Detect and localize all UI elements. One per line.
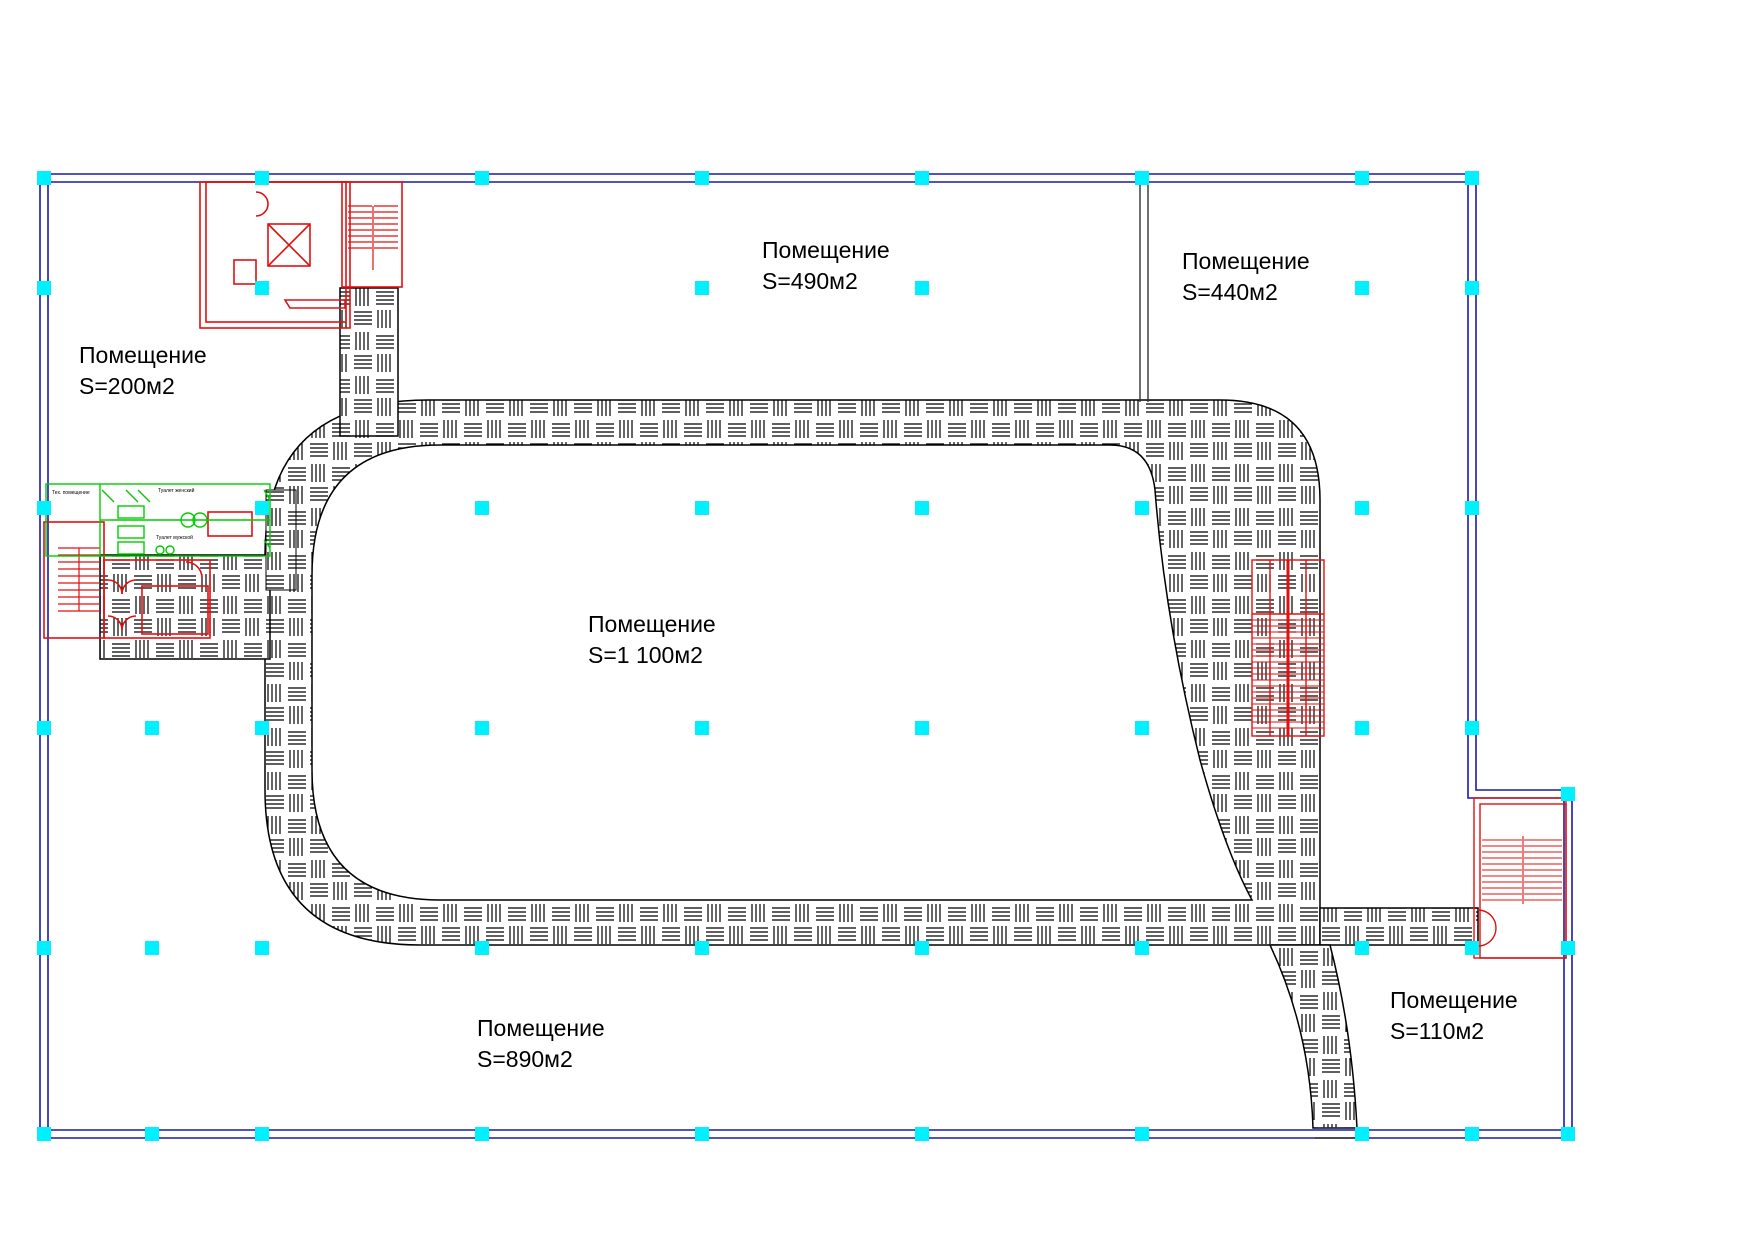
column-marker bbox=[695, 501, 709, 515]
column-marker bbox=[255, 721, 269, 735]
room-area: S=440м2 bbox=[1182, 279, 1278, 305]
column-marker bbox=[1355, 171, 1369, 185]
column-marker bbox=[1465, 1127, 1479, 1141]
corridor-south-branch bbox=[1268, 944, 1358, 1129]
corridor-west-strip bbox=[265, 489, 297, 591]
room-label-200: Помещение S=200м2 bbox=[79, 340, 207, 402]
corridor-west-branch bbox=[99, 554, 271, 660]
column-marker bbox=[915, 171, 929, 185]
column-marker bbox=[1465, 171, 1479, 185]
column-marker bbox=[37, 941, 51, 955]
column-marker bbox=[1355, 501, 1369, 515]
column-marker bbox=[37, 1127, 51, 1141]
corridor-nw-branch bbox=[339, 287, 399, 437]
column-marker bbox=[475, 941, 489, 955]
column-marker bbox=[1135, 501, 1149, 515]
column-marker bbox=[915, 941, 929, 955]
column-marker bbox=[255, 281, 269, 295]
corridor-east-branch bbox=[1319, 907, 1479, 946]
column-marker bbox=[1465, 281, 1479, 295]
column-marker bbox=[695, 171, 709, 185]
column-marker bbox=[695, 1127, 709, 1141]
stair-east bbox=[1251, 559, 1325, 737]
column-marker bbox=[37, 721, 51, 735]
column-marker bbox=[915, 281, 929, 295]
column-marker bbox=[255, 1127, 269, 1141]
column-marker bbox=[1135, 941, 1149, 955]
column-marker bbox=[475, 1127, 489, 1141]
room-name: Помещение bbox=[588, 611, 716, 637]
room-name: Помещение bbox=[477, 1015, 605, 1041]
room-area: S=110м2 bbox=[1390, 1018, 1485, 1044]
column-marker bbox=[1355, 1127, 1369, 1141]
column-marker bbox=[475, 721, 489, 735]
stair-north bbox=[199, 181, 403, 329]
room-area: S=490м2 bbox=[762, 268, 858, 294]
column-marker bbox=[145, 721, 159, 735]
column-marker bbox=[475, 501, 489, 515]
column-marker bbox=[1135, 721, 1149, 735]
column-marker bbox=[915, 721, 929, 735]
room-label-1100: Помещение S=1 100м2 bbox=[588, 609, 716, 671]
column-marker bbox=[37, 281, 51, 295]
column-marker bbox=[1135, 171, 1149, 185]
partitions bbox=[1139, 182, 1355, 1139]
column-marker bbox=[1561, 941, 1575, 955]
column-marker bbox=[1135, 1127, 1149, 1141]
column-marker bbox=[475, 171, 489, 185]
column-marker bbox=[1561, 1127, 1575, 1141]
corridor-ring bbox=[264, 399, 1321, 946]
column-marker bbox=[37, 501, 51, 515]
tech-room-label: Тех. помещение bbox=[52, 490, 90, 496]
room-name: Помещение bbox=[762, 237, 890, 263]
column-marker bbox=[145, 1127, 159, 1141]
column-marker bbox=[695, 281, 709, 295]
column-marker bbox=[1355, 941, 1369, 955]
column-marker bbox=[1465, 941, 1479, 955]
column-marker bbox=[145, 941, 159, 955]
column-marker bbox=[1465, 501, 1479, 515]
room-name: Помещение bbox=[1182, 248, 1310, 274]
wc-block bbox=[45, 483, 271, 557]
column-marker bbox=[255, 171, 269, 185]
room-area: S=1 100м2 bbox=[588, 642, 703, 668]
room-area: S=890м2 bbox=[477, 1046, 573, 1072]
column-marker bbox=[915, 501, 929, 515]
stair-west bbox=[43, 511, 253, 639]
room-label-110: Помещение S=110м2 bbox=[1390, 985, 1518, 1047]
column-marker bbox=[1465, 721, 1479, 735]
room-label-440: Помещение S=440м2 bbox=[1182, 246, 1310, 308]
column-marker bbox=[255, 501, 269, 515]
room-name: Помещение bbox=[79, 342, 207, 368]
stair-south-east bbox=[1473, 797, 1567, 959]
column-marker bbox=[1355, 281, 1369, 295]
room-area: S=200м2 bbox=[79, 373, 175, 399]
wc-women-label: Туалет женский bbox=[158, 488, 195, 494]
column-marker bbox=[255, 941, 269, 955]
room-name: Помещение bbox=[1390, 987, 1518, 1013]
column-marker bbox=[695, 721, 709, 735]
room-label-490: Помещение S=490м2 bbox=[762, 235, 890, 297]
column-marker bbox=[1561, 787, 1575, 801]
column-marker bbox=[37, 171, 51, 185]
wc-men-label: Туалет мужской bbox=[156, 535, 193, 541]
column-marker bbox=[1355, 721, 1369, 735]
structural-columns bbox=[37, 171, 1575, 1141]
room-label-890: Помещение S=890м2 bbox=[477, 1013, 605, 1075]
column-marker bbox=[915, 1127, 929, 1141]
column-marker bbox=[695, 941, 709, 955]
